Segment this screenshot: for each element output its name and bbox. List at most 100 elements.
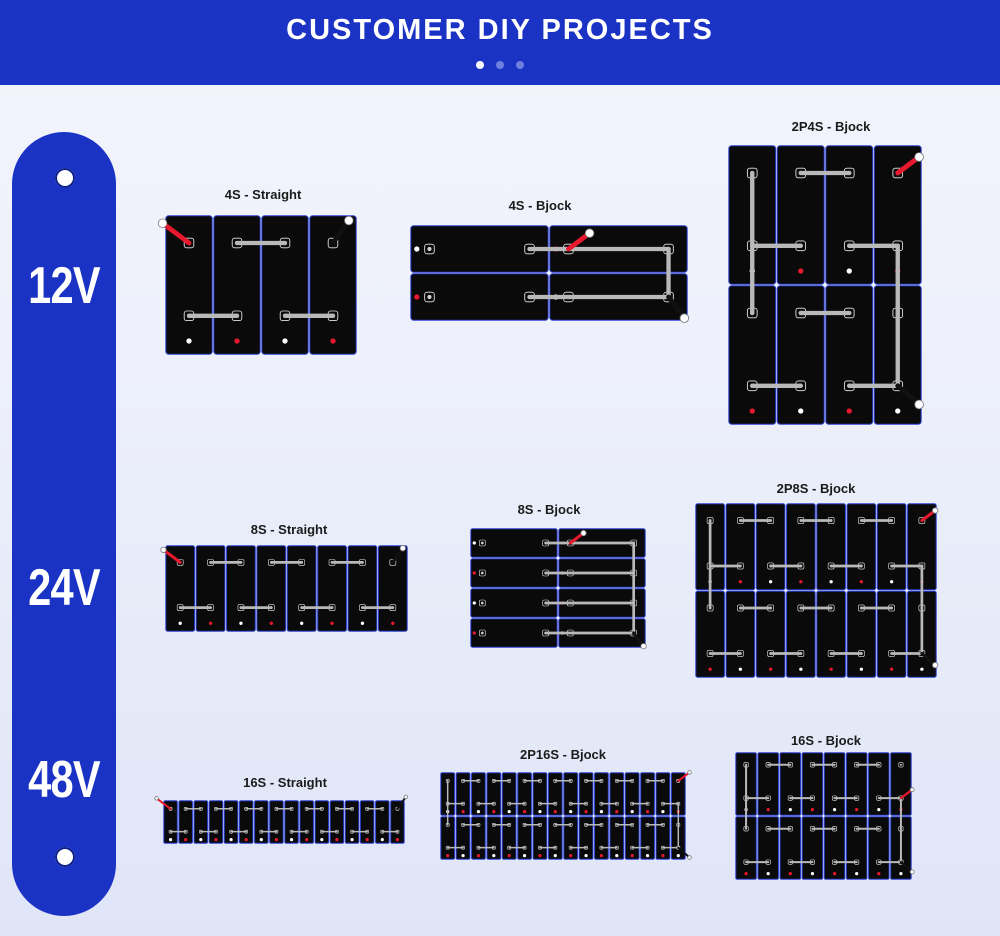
battery-cell <box>359 800 375 844</box>
battery-cell <box>876 503 907 591</box>
polarity-mark <box>832 872 837 876</box>
polarity-mark <box>859 667 864 671</box>
battery-cell <box>846 503 877 591</box>
carousel-dot[interactable] <box>496 61 504 69</box>
polarity-mark <box>615 810 619 814</box>
polarity-mark <box>889 580 894 584</box>
polarity-mark <box>320 838 324 842</box>
battery-cell <box>193 800 209 844</box>
polarity-mark <box>178 621 182 625</box>
polarity-mark <box>553 810 557 814</box>
battery-cell <box>163 800 178 844</box>
cable-lug <box>687 855 692 860</box>
polarity-mark <box>476 810 481 814</box>
battery-cell <box>377 545 408 632</box>
battery-cell <box>779 752 802 816</box>
carousel-dot[interactable] <box>476 61 484 69</box>
config-label-8s-bjock: 8S - Bjock <box>517 502 581 517</box>
battery-cell <box>178 800 193 844</box>
negative-cable <box>899 860 914 873</box>
voltage-sidebar: 12V 24V 48V <box>12 132 116 916</box>
negative-cable <box>677 846 691 859</box>
polarity-mark <box>569 854 573 858</box>
pack-diagram-8s-straight <box>160 545 408 632</box>
polarity-mark <box>168 838 173 842</box>
config-label-2p8s-bjock: 2P8S - Bjock <box>776 481 856 496</box>
polarity-mark <box>645 854 650 858</box>
battery-cell <box>517 772 532 816</box>
header-banner: CUSTOMER DIY PROJECTS <box>0 0 1000 85</box>
polarity-mark <box>877 872 881 876</box>
cable-lug <box>584 228 595 238</box>
polarity-mark <box>208 621 213 625</box>
polarity-mark <box>330 621 334 625</box>
battery-cell <box>299 800 314 844</box>
terminal <box>479 569 486 577</box>
polarity-mark <box>414 246 420 252</box>
cable-lug <box>909 869 915 875</box>
polarity-mark <box>186 338 192 344</box>
polarity-mark <box>895 408 901 414</box>
config-label-2p4s-bjock: 2P4S - Bjock <box>791 119 871 134</box>
polarity-mark <box>768 580 773 584</box>
battery-cell <box>329 800 345 844</box>
battery-cell <box>609 772 625 816</box>
polarity-mark <box>599 810 604 814</box>
battery-cell <box>578 772 594 816</box>
polarity-mark <box>768 667 773 671</box>
battery-cell <box>517 816 532 860</box>
polarity-mark <box>569 810 573 814</box>
battery-cell <box>801 752 824 816</box>
terminal-bolt <box>899 763 902 766</box>
cable-lug <box>154 796 159 801</box>
cable-lug <box>403 794 409 800</box>
terminal <box>892 167 904 179</box>
polarity-mark <box>380 838 384 842</box>
cable-lug <box>640 643 647 650</box>
battery-cell <box>455 816 471 860</box>
polarity-mark <box>214 838 218 842</box>
config-label-4s-straight: 4S - Straight <box>224 187 302 202</box>
polarity-mark <box>199 838 203 842</box>
polarity-mark <box>855 872 859 876</box>
config-label-8s-straight: 8S - Straight <box>250 522 328 537</box>
polarity-mark <box>810 872 815 876</box>
battery-cell <box>471 816 486 860</box>
polarity-mark <box>798 408 804 414</box>
cable-lug <box>580 530 587 537</box>
polarity-mark <box>239 621 243 625</box>
polarity-mark <box>229 838 233 842</box>
polarity-mark <box>788 808 792 812</box>
battery-cell <box>486 772 502 816</box>
polarity-mark <box>522 854 527 858</box>
battery-cell <box>594 772 609 816</box>
config-label-16s-straight: 16S - Straight <box>243 775 327 790</box>
cable-lug <box>160 546 167 554</box>
carousel-dot[interactable] <box>516 61 524 69</box>
polarity-mark <box>846 408 852 414</box>
battery-cell <box>547 816 563 860</box>
battery-cell <box>755 503 786 591</box>
polarity-mark <box>738 667 743 671</box>
battery-cell <box>624 816 640 860</box>
polarity-mark <box>798 268 804 274</box>
polarity-mark <box>522 810 527 814</box>
pack-diagram-2p4s-bjock <box>728 145 924 425</box>
polarity-mark <box>708 667 712 671</box>
polarity-mark <box>899 872 903 876</box>
battery-cell <box>845 816 868 880</box>
terminal-bolt <box>481 631 484 635</box>
battery-cell <box>655 816 671 860</box>
battery-cell <box>256 545 287 632</box>
terminal <box>479 539 486 547</box>
positive-cable <box>160 220 192 246</box>
battery-cell <box>470 558 558 588</box>
cable-lug <box>932 507 939 514</box>
polarity-mark <box>282 338 288 344</box>
polarity-mark <box>330 338 336 344</box>
polarity-mark <box>360 621 365 625</box>
battery-cell <box>532 772 548 816</box>
polarity-mark <box>350 838 354 842</box>
battery-cell <box>757 752 779 816</box>
polarity-mark <box>832 808 837 812</box>
